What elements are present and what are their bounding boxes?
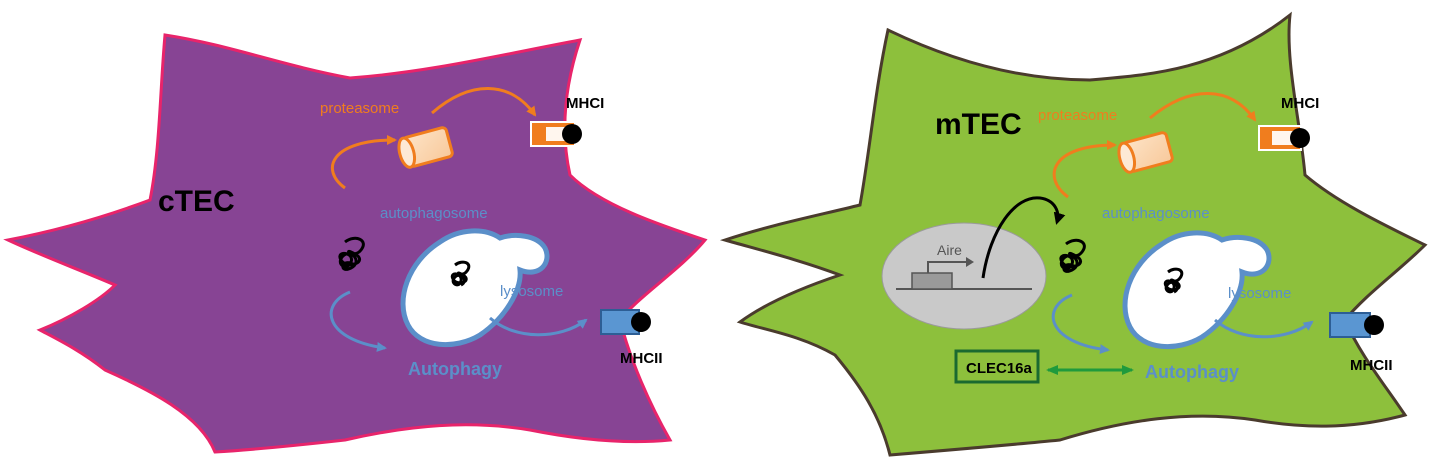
- ctec-mhc1-label: MHCI: [566, 95, 604, 112]
- mtec-mhc1-receptor: [1258, 125, 1310, 151]
- mtec-mhc2-receptor: [1329, 312, 1384, 338]
- ctec-proteasome-icon: [397, 126, 454, 169]
- ctec-autophagosome: [400, 228, 550, 348]
- mtec-arrow-to-mhc1: [1149, 92, 1257, 122]
- ctec-proteasome-label: proteasome: [320, 100, 399, 117]
- mtec-proteasome-icon: [1117, 131, 1174, 174]
- mtec-autophagosome: [1122, 230, 1272, 350]
- ctec-label: cTEC: [158, 185, 235, 218]
- mtec-arrow-to-proteasome: [1052, 140, 1117, 199]
- ctec-autophagy-label: Autophagy: [408, 359, 502, 379]
- mtec-cell: mTEC proteasome MHCI Aire autophagosome: [719, 11, 1428, 457]
- mtec-aire-arrow: [981, 196, 1066, 279]
- mtec-arrow-to-mhc2: [1214, 318, 1314, 339]
- mtec-clec16a-box: [954, 349, 1040, 384]
- ctec-autophagosome-label: autophagosome: [380, 205, 488, 222]
- mtec-mhc2-label: MHCII: [1350, 357, 1393, 374]
- mtec-autophagy-label: Autophagy: [1145, 362, 1239, 382]
- mtec-lysosome-label: lysosome: [1228, 285, 1291, 302]
- ctec-lysosome-label: lysosome: [500, 283, 563, 300]
- ctec-arrow-to-autophagosome: [329, 290, 387, 352]
- ctec-arrow-to-mhc2: [489, 316, 588, 337]
- mtec-mhc1-label: MHCI: [1281, 95, 1319, 112]
- mtec-aire-label: Aire: [937, 242, 962, 258]
- mtec-proteasome-label: proteasome: [1038, 107, 1117, 124]
- ctec-mhc2-label: MHCII: [620, 350, 663, 367]
- ctec-protein-aggregate-icon: [338, 236, 365, 271]
- mtec-clec16a-label: CLEC16a: [966, 360, 1033, 377]
- ctec-arrow-to-proteasome: [330, 135, 397, 190]
- mtec-cell-body: [719, 11, 1428, 457]
- mtec-protein-aggregate-icon: [1059, 238, 1086, 273]
- ctec-mhc2-receptor: [600, 309, 651, 335]
- mtec-nucleus: [881, 222, 1047, 330]
- ctec-mhc1-receptor: [530, 121, 582, 147]
- mtec-autophagosome-label: autophagosome: [1102, 205, 1210, 222]
- ctec-arrow-to-mhc1: [431, 87, 537, 117]
- mtec-label: mTEC: [935, 108, 1022, 141]
- ctec-cell: cTEC proteasome MHCI autophagosome lysos…: [3, 33, 708, 454]
- mtec-arrow-to-autophagosome: [1051, 293, 1110, 355]
